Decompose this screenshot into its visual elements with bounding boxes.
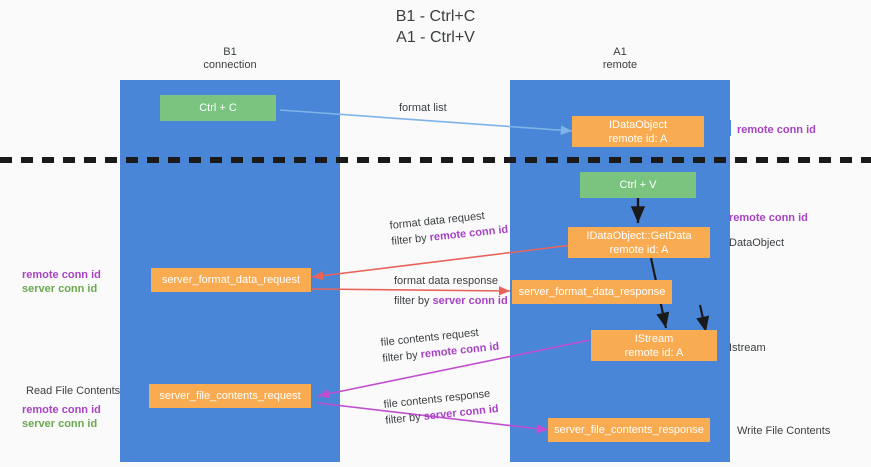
box-ctrl-c[interactable]: Ctrl + C bbox=[160, 95, 276, 121]
box-ctrl-c-line1: Ctrl + C bbox=[199, 102, 237, 114]
box-istream-line2: remote id: A bbox=[624, 346, 684, 359]
box-remote-dataobject-line2: remote id: A bbox=[608, 132, 668, 145]
flow-label-file-contents-request: file contents request filter by remote c… bbox=[380, 324, 500, 366]
box-server-format-data-response-line1: server_format_data_response bbox=[518, 286, 666, 298]
box-remote-dataobject-line1: IDataObject bbox=[608, 118, 668, 131]
flow-label-format-data-response-text: format data response bbox=[394, 275, 498, 287]
flow-label-format-data-response: format data response filter by server co… bbox=[394, 274, 508, 308]
annotation-dataobject: DataObject bbox=[729, 237, 785, 249]
box-server-file-contents-request[interactable]: server_file_contents_request bbox=[149, 384, 311, 408]
box-istream[interactable]: IStream remote id: A bbox=[591, 330, 717, 361]
box-server-format-data-request-line1: server_format_data_request bbox=[161, 274, 301, 286]
box-ctrl-v[interactable]: Ctrl + V bbox=[580, 172, 696, 198]
box-server-file-contents-request-line1: server_file_contents_request bbox=[159, 390, 301, 402]
lane-header-a1: A1 remote bbox=[510, 46, 730, 72]
annotation-left-server-conn-id-mid: server conn id bbox=[22, 283, 98, 295]
box-getdata-line1: IDataObject::GetData bbox=[586, 229, 692, 242]
annotation-left-server-conn-id-bottom: server conn id bbox=[22, 418, 98, 430]
annotation-left-remote-conn-id-mid: remote conn id bbox=[22, 269, 101, 281]
annotation-read-file-contents: Read File Contents bbox=[26, 385, 121, 397]
flow-label-format-data-request: format data request filter by remote con… bbox=[389, 207, 509, 249]
flow-label-file-contents-request-prefix: filter by bbox=[381, 348, 422, 365]
box-ctrl-v-line1: Ctrl + V bbox=[619, 179, 657, 191]
box-remote-dataobject[interactable]: IDataObject remote id: A bbox=[572, 116, 704, 147]
lane-header-b1-sub: connection bbox=[203, 59, 257, 71]
box-server-file-contents-response[interactable]: server_file_contents_response bbox=[548, 418, 710, 442]
annotation-remote-conn-id-mid: remote conn id bbox=[729, 212, 808, 224]
lane-header-a1-name: A1 bbox=[613, 46, 627, 58]
box-istream-line1: IStream bbox=[634, 332, 674, 345]
box-server-file-contents-response-line1: server_file_contents_response bbox=[554, 424, 704, 436]
flow-label-format-list-text: format list bbox=[399, 102, 447, 114]
flow-label-file-contents-response: file contents response filter by server … bbox=[383, 386, 499, 428]
flow-label-file-contents-response-prefix: filter by bbox=[384, 410, 425, 427]
box-server-format-data-request[interactable]: server_format_data_request bbox=[151, 268, 311, 292]
title-line-2: A1 - Ctrl+V bbox=[396, 29, 475, 46]
lane-header-b1: B1 connection bbox=[120, 46, 340, 72]
box-getdata-line2: remote id: A bbox=[609, 243, 669, 256]
annotation-left-remote-conn-id-bottom: remote conn id bbox=[22, 404, 101, 416]
box-getdata[interactable]: IDataObject::GetData remote id: A bbox=[568, 227, 710, 258]
title-line-1: B1 - Ctrl+C bbox=[395, 8, 476, 25]
flow-label-format-data-response-key: server conn id bbox=[432, 295, 508, 307]
flow-label-format-data-request-prefix: filter by bbox=[390, 231, 431, 248]
lane-header-b1-name: B1 bbox=[223, 46, 237, 58]
annotation-remote-conn-id-top: remote conn id bbox=[737, 124, 816, 136]
annotation-istream: Istream bbox=[729, 342, 766, 354]
flow-label-format-list: format list bbox=[399, 101, 447, 115]
box-server-format-data-response[interactable]: server_format_data_response bbox=[512, 280, 672, 304]
flow-label-format-data-response-prefix: filter by bbox=[394, 295, 433, 307]
lane-header-a1-sub: remote bbox=[602, 59, 638, 71]
annotation-write-file-contents: Write File Contents bbox=[737, 425, 831, 437]
page-title: B1 - Ctrl+C A1 - Ctrl+V bbox=[0, 6, 871, 48]
